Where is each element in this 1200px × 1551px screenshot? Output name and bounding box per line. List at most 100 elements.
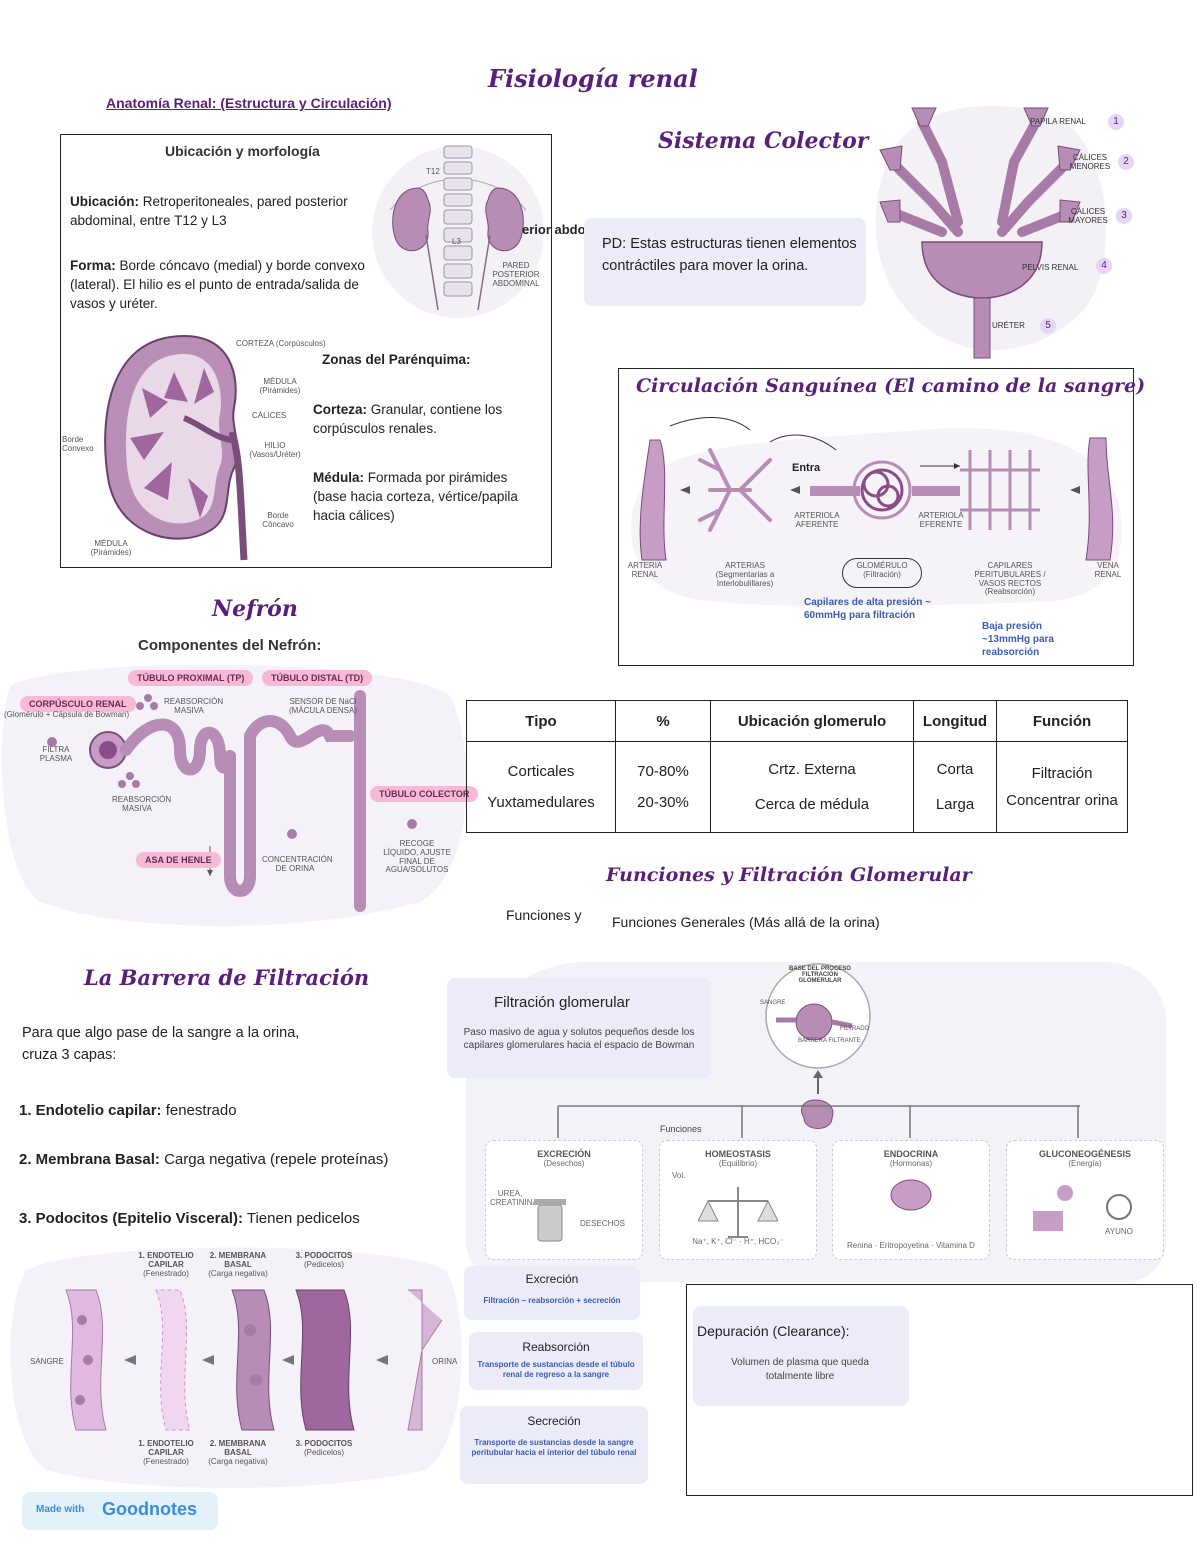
table-row: Corticales Yuxtamedulares 70-80% 20-30% … <box>466 741 1128 833</box>
nefron-note-reabs1: REABSORCIÓN MASIVA <box>164 697 224 715</box>
glomerular-diagram-filtrado: FILTRADO <box>840 1026 870 1032</box>
barrera-item-text: fenestrado <box>165 1102 237 1119</box>
spine-label-pared: PARED POSTERIOR ABDOMINAL <box>492 261 540 288</box>
barrera-bottom-3: 3. PODOCITOS(Pedicelos) <box>288 1439 360 1458</box>
card-subtitle: (Equilibrio) <box>718 1159 758 1168</box>
barrera-item-text: Tienen pedicelos <box>246 1210 360 1227</box>
card-extra: Renina · Eritropoyetina · Vitamina D <box>847 1241 975 1250</box>
circ-label-arterias: ARTERIAS (Segmentarias a Interlobulillar… <box>715 561 775 588</box>
circulacion-illustration <box>630 417 1122 607</box>
spine-label-l3: L3 <box>452 237 461 246</box>
cell-text: Corticales <box>507 763 575 780</box>
kidney-label-concavo: Borde Cóncavo <box>262 511 294 529</box>
watermark-brand: Goodnotes <box>102 1499 197 1519</box>
kidney-illustration <box>104 334 248 561</box>
table-header: Ubicación glomerulo <box>710 700 914 742</box>
barrera-top-3-a: 3. PODOCITOS <box>295 1251 353 1260</box>
barrera-title: La Barrera de Filtración <box>84 965 370 990</box>
nefron-tag-asa: ASA DE HENLE <box>136 852 221 868</box>
proceso-reabsorcion-box <box>469 1332 643 1390</box>
barrera-top-2-a: 2. MEMBRANA BASAL <box>209 1251 267 1269</box>
table-header: Tipo <box>466 700 616 742</box>
medula-label: Médula: <box>313 470 365 485</box>
table-cell: 70-80% 20-30% <box>615 741 711 833</box>
proceso-secrecion-text: Transporte de sustancias desde la sangre… <box>471 1438 637 1457</box>
brain-icon <box>890 1179 932 1211</box>
depuracion-text: Volumen de plasma que queda totalmente l… <box>731 1357 869 1382</box>
barrera-item-1: 1. Endotelio capilar: fenestrado <box>19 1102 237 1119</box>
colector-label-2: CÁLICES MENORES <box>1069 153 1111 171</box>
proceso-excrecion-box <box>464 1266 640 1320</box>
colector-label-4: PELVIS RENAL <box>1022 263 1079 272</box>
kidney-label-hilio: HILIO (Vasos/Uréter) <box>249 441 301 459</box>
table-header: Longitud <box>913 700 997 742</box>
cell-text: Yuxtamedulares <box>487 794 595 811</box>
funciones-title: Funciones y Filtración Glomerular <box>606 864 972 886</box>
barrera-item-3: 3. Podocitos (Epitelio Visceral): Tienen… <box>19 1210 360 1227</box>
kidney-label-medula: MÉDULA (Pirámides) <box>259 377 301 395</box>
card-output: DESECHOS <box>580 1219 625 1228</box>
circ-note-baja: Baja presión ~13mmHg para reabsorción <box>982 621 1054 658</box>
proceso-excrecion-text: Filtración – reabsorción + secreción <box>483 1296 621 1305</box>
barrera-top-3-b: (Pedicelos) <box>303 1259 344 1269</box>
card-extra: Vol. <box>672 1171 686 1180</box>
card-output: AYUNO <box>1105 1227 1133 1236</box>
funciones-sub-b: Funciones Generales (Más allá de la orin… <box>612 914 880 930</box>
circ-note-alta: Capilares de alta presión ~ 60mmHg para … <box>804 597 931 621</box>
kidney-label-corteza: CORTEZA (Corpúsculos) <box>236 339 326 348</box>
barrera-bottom-1-b: (Fenestrado) <box>143 1456 189 1466</box>
ubicacion-heading: Ubicación y morfología <box>165 143 320 159</box>
nefron-note-sensor: SENSOR DE NaCl (MÁCULA DENSA) <box>288 697 357 715</box>
circ-label-aferente: ARTERIOLA AFERENTE <box>794 511 840 529</box>
cell-text: Cerca de médula <box>754 796 870 813</box>
medula-value: Formada por pirámides (base hacia cortez… <box>313 470 518 523</box>
colector-note: PD: Estas estructuras tienen elementos c… <box>602 236 857 274</box>
filtracion-text: Paso masivo de agua y solutos pequeños d… <box>463 1027 695 1051</box>
barrera-top-2-b: (Carga negativa) <box>208 1268 268 1278</box>
filtracion-box <box>447 978 711 1078</box>
scale-icon <box>698 1187 778 1238</box>
spine-illustration <box>372 145 544 318</box>
ubicacion-label: Ubicación: <box>70 194 140 209</box>
page-title: Fisiología renal <box>488 64 698 93</box>
barrera-intro-b: cruza 3 capas: <box>22 1047 117 1063</box>
glomerular-diagram-barrera: BARRERA FILTRANTE <box>798 1038 861 1044</box>
barrera-bottom-3-a: 3. PODOCITOS <box>295 1439 353 1448</box>
colector-num-2: 2 <box>1118 154 1134 170</box>
table-cell: Corta Larga <box>913 741 997 833</box>
kidney-label-convexo: Borde Convexo <box>62 435 94 453</box>
table-header-row: Tipo % Ubicación glomerulo Longitud Func… <box>466 700 1128 742</box>
table-cell: Crtz. Externa Cerca de médula <box>710 741 914 833</box>
barrera-item-label: 2. Membrana Basal: <box>19 1151 160 1168</box>
barrera-top-3: 3. PODOCITOS(Pedicelos) <box>288 1251 360 1270</box>
goodnotes-watermark: Made with Goodnotes <box>22 1492 218 1530</box>
nefron-type-table: Tipo % Ubicación glomerulo Longitud Func… <box>466 700 1128 833</box>
barrera-top-2: 2. MEMBRANA BASAL(Carga negativa) <box>206 1251 270 1278</box>
proceso-secrecion-box <box>460 1406 648 1484</box>
card-output: Na⁺, K⁺, Cl⁻ · H⁺, HCO₃⁻ <box>692 1237 784 1246</box>
trash-icon <box>534 1199 566 1242</box>
glucose-icon <box>1033 1185 1132 1231</box>
funciones-sub-a: Funciones y <box>506 907 582 923</box>
circ-label-arteria: ARTERIA RENAL <box>627 561 663 579</box>
barrera-orina-label: ORINA <box>432 1357 458 1366</box>
colector-num-3: 3 <box>1116 208 1132 224</box>
barrera-item-label: 1. Endotelio capilar: <box>19 1102 162 1119</box>
nefron-tag-td: TÚBULO DISTAL (TD) <box>262 670 373 686</box>
barrera-sangre-label: SANGRE <box>30 1357 64 1366</box>
card-excrecion: EXCRECIÓN (Desechos) UREA, CREATININA DE… <box>485 1140 643 1260</box>
forma-label: Forma: <box>70 258 116 273</box>
nefron-tag-colector: TÚBULO COLECTOR <box>370 786 479 802</box>
barrera-item-2: 2. Membrana Basal: Carga negativa (repel… <box>19 1149 419 1171</box>
colector-num-1: 1 <box>1108 114 1124 130</box>
circ-label-capilares: CAPILARES PERITUBULARES / VASOS RECTOS (… <box>974 561 1046 597</box>
card-gluconeogenesis: GLUCONEOGÉNESIS (Energía) AYUNO <box>1006 1140 1164 1260</box>
forma-value: Borde cóncavo (medial) y borde convexo (… <box>70 258 365 311</box>
barrera-bottom-2-a: 2. MEMBRANA BASAL <box>209 1439 267 1457</box>
cell-text: Larga <box>935 796 975 813</box>
proceso-secrecion-title: Secreción <box>527 1414 581 1428</box>
ubicacion-text: Ubicación: Retroperitoneales, pared post… <box>70 192 370 230</box>
table-header: % <box>615 700 711 742</box>
barrera-illustration <box>10 1247 462 1489</box>
table-cell: Filtración Concentrar orina <box>996 741 1128 833</box>
